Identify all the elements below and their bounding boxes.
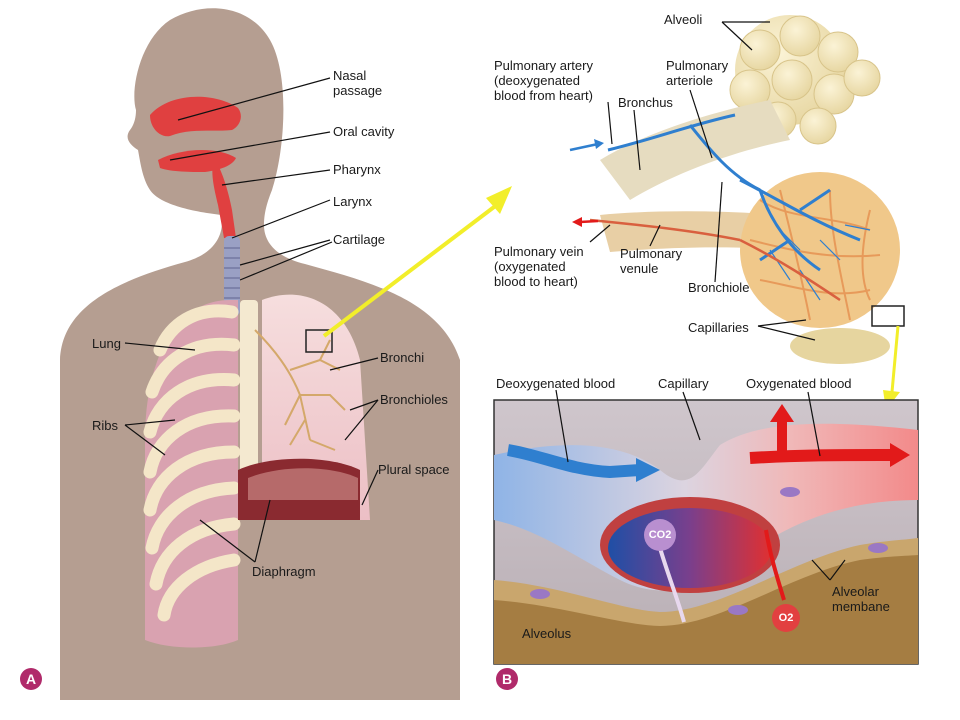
ribcage bbox=[143, 294, 370, 648]
airway bbox=[150, 96, 241, 316]
label-oral-cavity: Oral cavity bbox=[333, 124, 395, 139]
vein-flow-arrow bbox=[579, 219, 599, 224]
pointer-arrow-ab bbox=[322, 186, 512, 338]
label-pharynx: Pharynx bbox=[333, 162, 381, 177]
label-pulmonary-artery: Pulmonary artery (deoxygenated blood fro… bbox=[494, 58, 593, 103]
label-alveoli: Alveoli bbox=[664, 12, 703, 27]
detail-box-b bbox=[871, 305, 905, 327]
label-deoxygenated-blood: Deoxygenated blood bbox=[496, 376, 616, 391]
label-lung: Lung bbox=[92, 336, 121, 351]
label-diaphragm: Diaphragm bbox=[252, 564, 316, 579]
panel-b-badge: B bbox=[496, 668, 518, 690]
label-nasal-passage: Nasal passage bbox=[333, 68, 383, 98]
label-bronchiole: Bronchiole bbox=[688, 280, 750, 295]
artery-flow-arrow bbox=[569, 142, 599, 152]
bronchial-tree bbox=[254, 329, 346, 451]
lower-alveoli bbox=[790, 328, 890, 364]
label-ribs: Ribs bbox=[92, 418, 119, 433]
pulmonary-arteriole-vessel bbox=[607, 113, 861, 272]
o2-bubble bbox=[772, 604, 800, 632]
ribs-drawing bbox=[143, 304, 241, 622]
label-alveolar-membrane: Alveolar membane bbox=[832, 584, 890, 614]
label-alveolus: Alveolus bbox=[522, 626, 572, 641]
label-bronchi: Bronchi bbox=[380, 350, 425, 365]
label-o2: O2 bbox=[778, 612, 794, 624]
gas-exchange-inset bbox=[493, 399, 919, 665]
label-cartilage: Cartilage bbox=[333, 232, 386, 247]
sternum bbox=[240, 300, 258, 510]
leader-lines-a bbox=[124, 77, 379, 563]
pulmonary-venule-vessel bbox=[589, 218, 841, 302]
label-pulmonary-arteriole: Pulmonary arteriole bbox=[666, 58, 729, 88]
label-pulmonary-vein: Pulmonary vein (oxygenated blood to hear… bbox=[494, 244, 584, 289]
label-pulmonary-venule: Pulmonary venule bbox=[620, 246, 683, 276]
capillary-bed bbox=[740, 172, 900, 328]
label-bronchus: Bronchus bbox=[618, 95, 673, 110]
co2-bubble bbox=[644, 519, 676, 551]
label-capillary: Capillary bbox=[658, 376, 709, 391]
detail-box-a bbox=[305, 329, 333, 353]
panel-a-badge: A bbox=[20, 668, 42, 690]
leader-lines-inset bbox=[555, 389, 846, 581]
label-bronchioles: Bronchioles bbox=[380, 392, 448, 407]
leader-lines-b bbox=[589, 21, 816, 341]
label-oxygenated-blood: Oxygenated blood bbox=[746, 376, 852, 391]
label-capillaries: Capillaries bbox=[688, 320, 749, 335]
label-larynx: Larynx bbox=[333, 194, 373, 209]
label-co2: CO2 bbox=[648, 529, 672, 541]
label-plural-space: Plural space bbox=[378, 462, 450, 477]
trachea bbox=[224, 236, 240, 316]
